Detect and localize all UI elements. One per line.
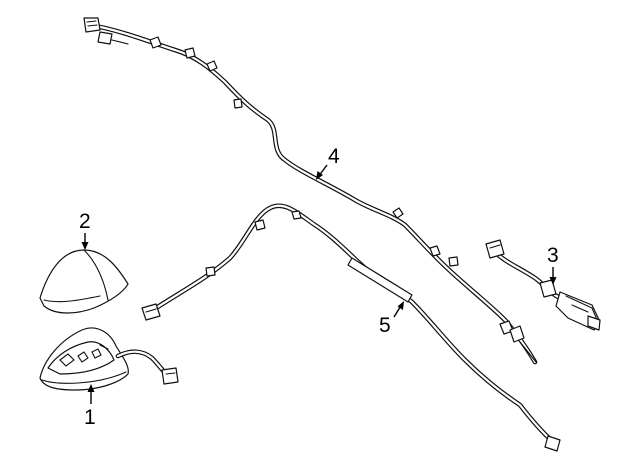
callout-label-5: 5 (379, 314, 391, 337)
harness-connector-secondary (97, 31, 129, 45)
callout-label-1: 1 (84, 406, 96, 429)
antenna-module-body (555, 291, 601, 331)
cable-sleeve (347, 257, 413, 303)
callout-2: 2 (79, 210, 91, 250)
harness-clip (429, 245, 441, 257)
harness-connector-top (83, 17, 101, 33)
antenna-cable (141, 203, 561, 452)
cable-clip (254, 219, 266, 231)
cable-clip (205, 266, 216, 277)
module-connector (485, 239, 505, 259)
cable-connector-left (141, 303, 161, 321)
antenna-module-assembly (485, 239, 601, 331)
harness-clip (206, 60, 218, 72)
cable-clip (291, 210, 302, 220)
antenna-cover (39, 249, 129, 314)
module-bracket (539, 279, 557, 298)
callout-label-3: 3 (547, 244, 559, 267)
cable-connector-end (544, 435, 561, 452)
roof-antenna-harness (83, 17, 538, 365)
base-pigtail-connector (161, 367, 179, 385)
harness-clip (233, 98, 243, 109)
callout-3: 3 (547, 244, 559, 285)
harness-clip (448, 256, 459, 267)
callout-5: 5 (379, 301, 404, 337)
callout-label-4: 4 (328, 145, 340, 168)
harness-clip (184, 47, 196, 59)
callout-4: 4 (316, 145, 340, 180)
harness-end-terminal (509, 325, 537, 363)
callout-label-2: 2 (79, 210, 91, 233)
harness-clip (149, 36, 162, 49)
antenna-base (39, 327, 179, 391)
harness-clip (392, 207, 404, 219)
callout-1: 1 (84, 384, 96, 429)
